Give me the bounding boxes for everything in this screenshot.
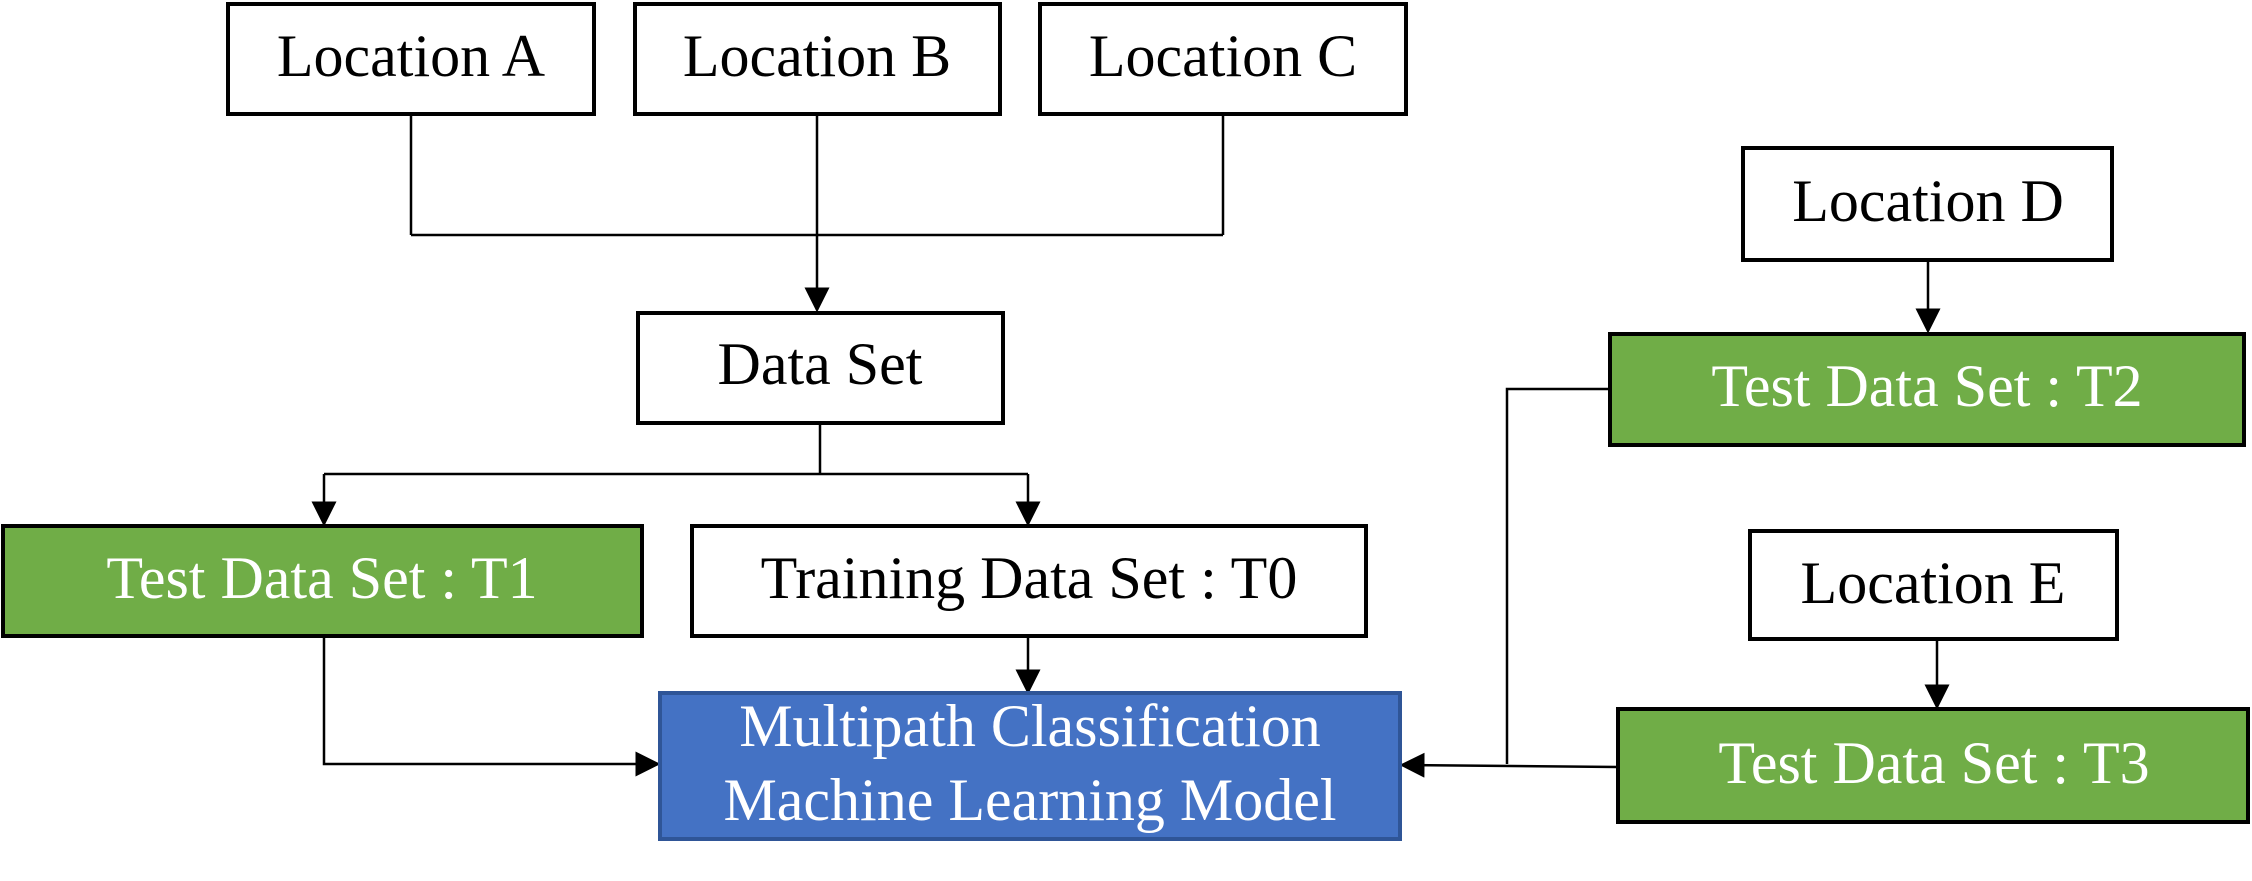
node-training-data-set-t0: Training Data Set : T0 [690,524,1368,638]
node-location-b: Location B [633,2,1002,116]
node-label: Location C [1089,23,1357,89]
node-test-data-set-t2: Test Data Set : T2 [1608,332,2246,447]
node-label: Test Data Set : T3 [1718,730,2149,796]
node-label: Test Data Set : T2 [1711,353,2142,419]
arrow-t1-to-model [322,638,661,777]
arrow-t3-to-model [1399,752,1619,778]
node-label: Training Data Set : T0 [761,545,1298,611]
model-label-line2: Machine Learning Model [723,767,1336,833]
connector-t2-to-model [1505,387,1609,764]
node-label: Location A [277,23,545,89]
node-test-data-set-t3: Test Data Set : T3 [1616,707,2250,824]
node-location-e: Location E [1748,529,2119,641]
node-label: Data Set [718,331,923,397]
node-label: Location D [1792,168,2064,234]
node-location-a: Location A [226,2,596,116]
node-label: Location E [1801,550,2066,616]
node-label: Location B [683,23,951,89]
node-ml-model: Multipath Classification Machine Learnin… [658,691,1402,841]
node-test-data-set-t1: Test Data Set : T1 [1,524,644,638]
node-data-set: Data Set [636,311,1005,425]
model-label-line1: Multipath Classification [739,693,1321,759]
node-label: Test Data Set : T1 [106,545,537,611]
node-location-d: Location D [1741,146,2114,262]
node-location-c: Location C [1038,2,1408,116]
